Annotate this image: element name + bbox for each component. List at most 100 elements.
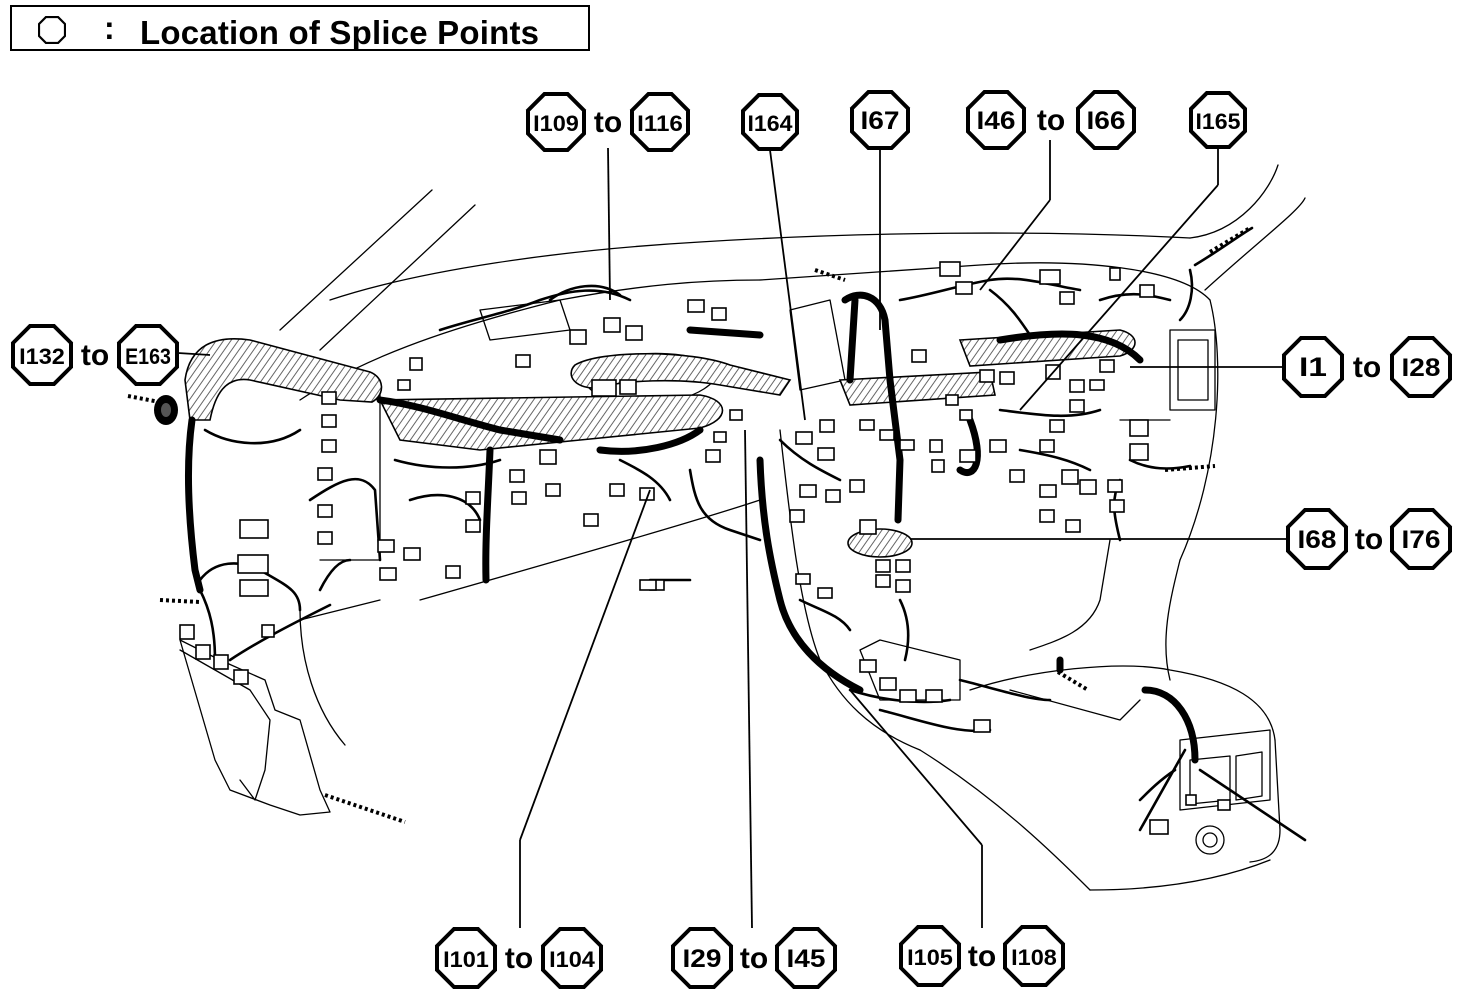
- dashboard-outline: [179, 164, 1306, 891]
- connector-block: [875, 559, 891, 573]
- connector-block: [1129, 443, 1149, 461]
- splice-label-i1: I1: [1282, 336, 1344, 398]
- connector-block: [509, 469, 525, 483]
- connector-block: [939, 261, 961, 277]
- connector-block: [999, 371, 1015, 385]
- connector-block: [929, 439, 943, 453]
- connector-block: [261, 624, 275, 638]
- splice-id-text: I45: [787, 945, 826, 973]
- connector-block: [959, 449, 977, 463]
- octagon-icon-inner: [530, 96, 582, 148]
- connector-block: [583, 513, 599, 527]
- octagon-icon-inner: [121, 328, 175, 382]
- octagon-icon-inner: [1394, 512, 1448, 566]
- connector-block: [899, 439, 915, 451]
- splice-id-text: I76: [1402, 526, 1441, 554]
- connector-block: [1065, 519, 1081, 533]
- octagon-icon-inner: [1290, 512, 1344, 566]
- connector-block: [899, 689, 917, 703]
- splice-label-e163: E163: [117, 324, 179, 386]
- splice-id-text: I109: [533, 111, 579, 136]
- connector-block: [705, 449, 721, 463]
- connector-block: [1079, 479, 1097, 495]
- connector-block: [911, 349, 927, 363]
- range-to-text: to: [505, 942, 533, 975]
- connector-block: [545, 483, 561, 497]
- octagon-icon-inner: [745, 97, 795, 147]
- connector-block: [1069, 399, 1085, 413]
- splice-label-i109: I109: [526, 92, 586, 152]
- splice-label-i29: I29: [671, 927, 733, 989]
- splice-label-i116: I116: [630, 92, 690, 152]
- connector-block: [945, 394, 959, 406]
- connector-block: [1129, 419, 1149, 437]
- connector-block: [233, 669, 249, 685]
- connector-block: [925, 689, 943, 703]
- connector-block: [1149, 819, 1169, 835]
- splice-id-text: I101: [443, 947, 489, 972]
- connector-block: [713, 431, 727, 443]
- connector-block: [1217, 799, 1231, 811]
- connector-block: [687, 299, 705, 313]
- connector-block: [1185, 794, 1197, 806]
- connector-block: [625, 325, 643, 341]
- connector-block: [1069, 379, 1085, 393]
- octagon-icon: [38, 16, 66, 44]
- splice-label-i104: I104: [541, 927, 603, 989]
- connector-block: [403, 547, 421, 561]
- connector-block: [895, 559, 911, 573]
- splice-id-text: E163: [125, 344, 171, 369]
- connector-block: [317, 467, 333, 481]
- connector-block: [973, 719, 991, 733]
- connector-block: [859, 419, 875, 431]
- connector-block: [1139, 284, 1155, 298]
- splice-label-i132: I132: [11, 324, 73, 386]
- splice-label-i68: I68: [1286, 508, 1348, 570]
- connector-block: [603, 317, 621, 333]
- connector-block: [711, 307, 727, 321]
- splice-id-text: I104: [549, 947, 596, 972]
- connector-block: [989, 439, 1007, 453]
- connector-block: [1039, 269, 1061, 285]
- splice-label-i66: I66: [1076, 90, 1136, 150]
- octagon-icon-inner: [970, 94, 1022, 146]
- connector-block: [321, 414, 337, 428]
- leader-lines: [177, 140, 1287, 929]
- connector-block: [1099, 359, 1115, 373]
- connector-block: [879, 677, 897, 691]
- splice-id-text: I28: [1402, 354, 1441, 382]
- connector-block: [895, 579, 911, 593]
- connector-block: [1059, 291, 1075, 305]
- splice-label-i76: I76: [1390, 508, 1452, 570]
- splice-id-text: I108: [1011, 945, 1057, 970]
- connector-block: [515, 354, 531, 368]
- splice-id-text: I68: [1298, 526, 1337, 554]
- connector-block: [859, 659, 877, 673]
- splice-id-text: I116: [637, 111, 683, 136]
- splice-id-text: I165: [1196, 109, 1241, 134]
- connector-block: [1039, 439, 1055, 453]
- connector-block: [879, 429, 895, 441]
- splice-label-i165: I165: [1189, 91, 1247, 149]
- connector-block: [955, 281, 973, 295]
- connector-block: [213, 654, 229, 670]
- connector-block: [1089, 379, 1105, 391]
- connector-block: [539, 449, 557, 465]
- octagon-icon-inner: [1193, 95, 1243, 145]
- splice-label-i67: I67: [850, 90, 910, 150]
- page-title: Location of Splice Points: [140, 14, 540, 51]
- connector-block: [609, 483, 625, 497]
- connector-block: [789, 509, 805, 523]
- connector-block: [397, 379, 411, 391]
- connector-block: [1049, 419, 1065, 433]
- connector-block: [979, 369, 995, 383]
- connector-block: [1107, 479, 1123, 493]
- connector-block: [619, 379, 637, 395]
- connector-block: [1039, 484, 1057, 498]
- connector-block: [819, 419, 835, 433]
- connector-block: [195, 644, 211, 660]
- connector-block: [237, 554, 269, 574]
- connector-block: [875, 574, 891, 588]
- connector-block: [795, 431, 813, 445]
